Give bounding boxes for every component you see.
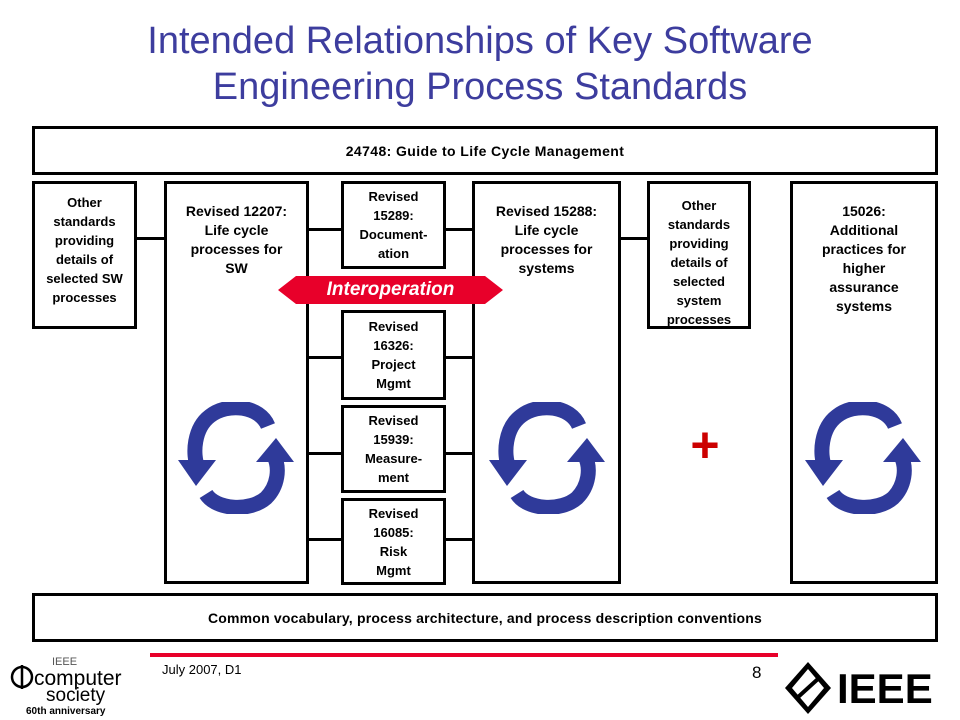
interoperation-label: Interoperation [326, 279, 455, 300]
common-vocabulary-bar: Common vocabulary, process architecture,… [32, 593, 938, 642]
ieee-logo: IEEE [785, 662, 933, 714]
connector-15939-to-15288 [444, 452, 474, 455]
revised-15289-box: Revised 15289: Document- ation [341, 181, 446, 269]
other-sw-standards-box: Other standards providing details of sel… [32, 181, 137, 329]
ieee-computer-society-logo: IEEE computer society 60th anniversary [10, 656, 122, 716]
revised-15939-box: Revised 15939: Measure- ment [341, 405, 446, 493]
revised-15289-label: Revised 15289: Document- ation [359, 189, 428, 261]
svg-text:computer: computer [34, 667, 122, 690]
slide-title-line-1: Intended Relationships of Key Software [147, 20, 813, 62]
cycle-arrows-icon [805, 402, 921, 514]
revised-16326-box: Revised 16326: Project Mgmt [341, 310, 446, 400]
cycle-arrows-icon [178, 402, 294, 514]
plus-sign: + [690, 417, 720, 473]
footer-divider [150, 653, 778, 657]
svg-text:society: society [46, 685, 106, 706]
revised-12207-box: Revised 12207: Life cycle processes for … [164, 181, 309, 584]
revised-15288-box: Revised 15288: Life cycle processes for … [472, 181, 621, 584]
revised-16085-box: Revised 16085: Risk Mgmt [341, 498, 446, 585]
interoperation-double-arrow [278, 276, 503, 304]
slide-title-line-2: Engineering Process Standards [212, 66, 748, 108]
page-number: 8 [752, 663, 762, 682]
std-15026-label: 15026: Additional practices for higher a… [821, 203, 907, 314]
other-sw-standards-label: Other standards providing details of sel… [46, 195, 123, 305]
std-15026-box: 15026: Additional practices for higher a… [790, 181, 938, 584]
slide-title: Intended Relationships of Key Software E… [0, 18, 960, 110]
connector-12207-to-15939 [307, 452, 343, 455]
svg-text:IEEE: IEEE [52, 656, 77, 668]
revised-16085-label: Revised 16085: Risk Mgmt [368, 505, 419, 578]
connector-12207-to-15289 [307, 228, 343, 231]
life-cycle-management-bar: 24748: Guide to Life Cycle Management [32, 126, 938, 175]
svg-text:60th anniversary: 60th anniversary [26, 706, 106, 716]
footer-date: July 2007, D1 [162, 662, 242, 677]
other-system-standards-box: Other standards providing details of sel… [647, 181, 751, 329]
connector-16085-to-15288 [444, 538, 474, 541]
connector-other-sw-to-12207 [136, 237, 166, 240]
revised-12207-label: Revised 12207: Life cycle processes for … [185, 203, 288, 276]
connector-16326-to-15288 [444, 356, 474, 359]
other-system-standards-label: Other standards providing details of sel… [666, 198, 732, 327]
connector-12207-to-16326 [307, 356, 343, 359]
connector-15288-to-other-system [619, 237, 649, 240]
revised-15939-label: Revised 15939: Measure- ment [364, 413, 423, 485]
connector-15289-to-15288 [444, 228, 474, 231]
revised-15288-label: Revised 15288: Life cycle processes for … [495, 203, 598, 276]
cycle-arrows-icon [489, 402, 605, 514]
connector-12207-to-16085 [307, 538, 343, 541]
life-cycle-management-label: 24748: Guide to Life Cycle Management [345, 142, 625, 159]
revised-16326-label: Revised 16326: Project Mgmt [368, 319, 419, 391]
common-vocabulary-label: Common vocabulary, process architecture,… [207, 609, 763, 626]
svg-text:IEEE: IEEE [837, 665, 933, 712]
